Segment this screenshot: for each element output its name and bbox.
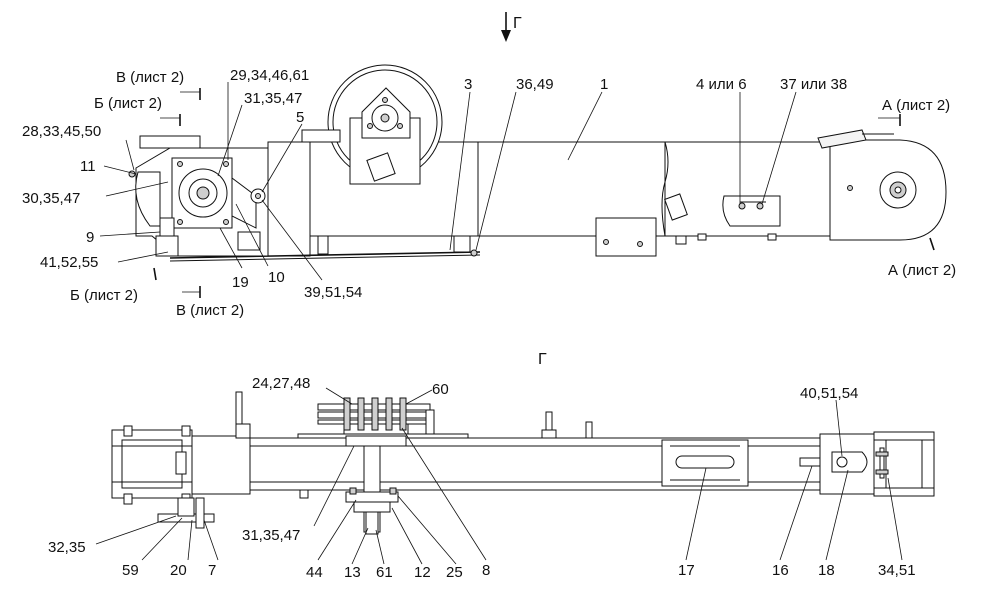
- callout-59: 59: [122, 562, 139, 579]
- top-view: [128, 64, 947, 262]
- callout-8: 8: [482, 562, 490, 579]
- leader-lines-top: [99, 82, 797, 281]
- callout-7: 7: [208, 562, 216, 579]
- callout-18: 18: [818, 562, 835, 579]
- callout-29-34-46-61: 29,34,46,61: [230, 67, 309, 84]
- callout-5: 5: [296, 109, 304, 126]
- callout-10: 10: [268, 269, 285, 286]
- callout-11: 11: [80, 158, 96, 175]
- callout-17: 17: [678, 562, 695, 579]
- callout-16: 16: [772, 562, 789, 579]
- callout-4-or-6: 4 или 6: [696, 76, 747, 93]
- pulley-bolts: [343, 397, 407, 431]
- callout-3: 3: [464, 76, 472, 93]
- callout-32-35: 32,35: [48, 539, 86, 556]
- callout-30-35-47: 30,35,47: [22, 190, 80, 207]
- callout-28-33-45-50: 28,33,45,50: [22, 123, 101, 140]
- callout-44: 44: [306, 564, 323, 581]
- callout-sheet-v-bottom: В (лист 2): [176, 302, 244, 319]
- leader-lines-bottom: [95, 387, 903, 565]
- callout-sheet-a-bottom: А (лист 2): [888, 262, 956, 279]
- callout-36-49: 36,49: [516, 76, 554, 93]
- callout-sheet-b-top: Б (лист 2): [94, 95, 162, 112]
- callout-25: 25: [446, 564, 463, 581]
- bottom-view: [111, 391, 935, 535]
- callout-20: 20: [170, 562, 187, 579]
- callout-61: 61: [376, 564, 393, 581]
- callout-41-52-55: 41,52,55: [40, 254, 98, 271]
- section-marks-top: [153, 88, 935, 298]
- view-marker-label: Г: [513, 15, 522, 32]
- callout-sheet-b-bottom: Б (лист 2): [70, 287, 138, 304]
- callout-sheet-a-top: А (лист 2): [882, 97, 950, 114]
- callout-24-27-48: 24,27,48: [252, 375, 310, 392]
- callout-40-51-54: 40,51,54: [800, 385, 858, 402]
- callout-39-51-54: 39,51,54: [304, 284, 362, 301]
- callout-9: 9: [86, 229, 94, 246]
- callout-19: 19: [232, 274, 249, 291]
- callout-sheet-v-top: В (лист 2): [116, 69, 184, 86]
- callout-13: 13: [344, 564, 361, 581]
- callout-12: 12: [414, 564, 431, 581]
- view-direction-arrow: [501, 12, 511, 42]
- callout-31-35-47-bottom: 31,35,47: [242, 527, 300, 544]
- callout-37-or-38: 37 или 38: [780, 76, 847, 93]
- view-title: Г: [538, 351, 547, 368]
- callout-60: 60: [432, 381, 449, 398]
- callout-31-35-47-top: 31,35,47: [244, 90, 302, 107]
- callout-34-51: 34,51: [878, 562, 916, 579]
- callout-1: 1: [600, 76, 608, 93]
